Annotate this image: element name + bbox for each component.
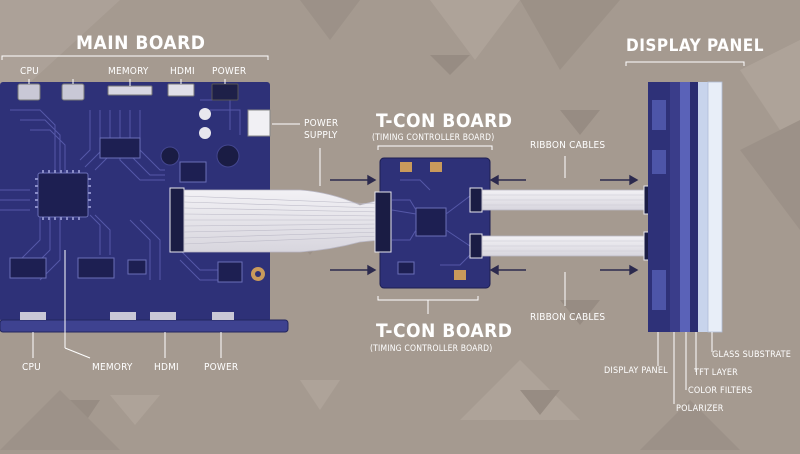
tcon-controller-chip: [415, 207, 447, 237]
label-memory-bottom: MEMORY: [92, 362, 133, 373]
display-panel-bracket: [625, 61, 745, 66]
power-supply-connector: [247, 109, 271, 137]
label-power-supply: POWER SUPPLY: [304, 118, 339, 141]
label-cpu-bottom: CPU: [22, 362, 41, 373]
tft-layer: [690, 82, 698, 332]
capacitor: [199, 127, 211, 139]
main-board: [0, 82, 289, 333]
label-power-bottom: POWER: [204, 362, 239, 373]
ic-chip: [217, 261, 243, 283]
label-glass-substrate: GLASS SUBSTRATE: [712, 350, 792, 360]
bottom-port: [110, 312, 136, 320]
panel-ribbon-cables: [481, 185, 659, 261]
tcon-small-chip: [397, 261, 415, 275]
ic-chip: [9, 257, 47, 279]
label-ribbon-cables-top: RIBBON CABLES: [530, 140, 606, 151]
memory-slot: [107, 85, 153, 96]
cpu-pins: [35, 170, 91, 220]
display-panel-layer: [648, 82, 670, 332]
main-ribbon-cable: [183, 189, 381, 253]
tcon-bottom-bracket: [377, 296, 479, 301]
hdmi-port: [167, 83, 195, 97]
ic-chip: [127, 259, 147, 275]
display-panel-title: DISPLAY PANEL: [626, 36, 764, 56]
capacitor: [199, 108, 211, 120]
label-color-filters: COLOR FILTERS: [688, 386, 753, 396]
label-tft-layer: TFT LAYER: [694, 368, 738, 378]
tcon-pad: [454, 270, 466, 280]
memory-chip: [99, 137, 141, 159]
tcon-output-connector-bottom: [469, 233, 483, 259]
main-board-title: MAIN BOARD: [76, 32, 206, 54]
tcon-board: [374, 157, 491, 289]
tcon-subtitle-top: (TIMING CONTROLLER BOARD): [372, 133, 495, 143]
capacitor-large: [160, 146, 180, 166]
memory-port-left: [61, 83, 85, 101]
ic-chip: [179, 161, 207, 183]
bottom-port: [20, 312, 46, 320]
display-panel-stack: [648, 81, 723, 333]
tcon-output-connector-top: [469, 187, 483, 213]
tcon-title-bottom: T-CON BOARD: [376, 320, 513, 342]
capacitor-large: [216, 144, 240, 168]
label-ribbon-cables-bottom: RIBBON CABLES: [530, 312, 606, 323]
label-memory-top: MEMORY: [108, 66, 149, 77]
color-filters-layer: [680, 82, 690, 332]
arrows: [330, 174, 639, 276]
display-segments: [652, 100, 666, 310]
glass-substrate-back: [698, 82, 708, 332]
bottom-port: [212, 312, 234, 320]
mounting-hole-center: [255, 271, 261, 277]
ic-chip: [77, 257, 115, 279]
label-power-top: POWER: [212, 66, 247, 77]
tcon-title-top: T-CON BOARD: [376, 110, 513, 132]
label-cpu-top: CPU: [20, 66, 39, 77]
cpu-port: [17, 83, 41, 101]
main-board-bracket: [1, 55, 269, 60]
cable-strands: [183, 195, 381, 245]
glass-substrate-layer: [707, 81, 723, 333]
tcon-top-bracket: [377, 145, 493, 150]
cpu-chip: [37, 172, 89, 218]
main-board-pcb: [0, 82, 270, 322]
main-board-edge: [0, 319, 289, 333]
annotation-lines: [1, 55, 745, 404]
label-polarizer: POLARIZER: [676, 404, 724, 414]
label-display-panel-layer: DISPLAY PANEL: [604, 366, 668, 376]
tcon-pad: [400, 162, 412, 172]
tcon-input-connector: [374, 191, 392, 253]
main-board-cable-connector: [169, 187, 185, 253]
power-port: [211, 83, 239, 101]
tcon-traces: [391, 179, 471, 266]
bottom-port: [150, 312, 176, 320]
polarizer-layer: [670, 82, 680, 332]
tcon-pad: [430, 162, 442, 172]
label-hdmi-top: HDMI: [170, 66, 195, 77]
tcon-subtitle-bottom: (TIMING CONTROLLER BOARD): [370, 344, 493, 354]
label-hdmi-bottom: HDMI: [154, 362, 179, 373]
